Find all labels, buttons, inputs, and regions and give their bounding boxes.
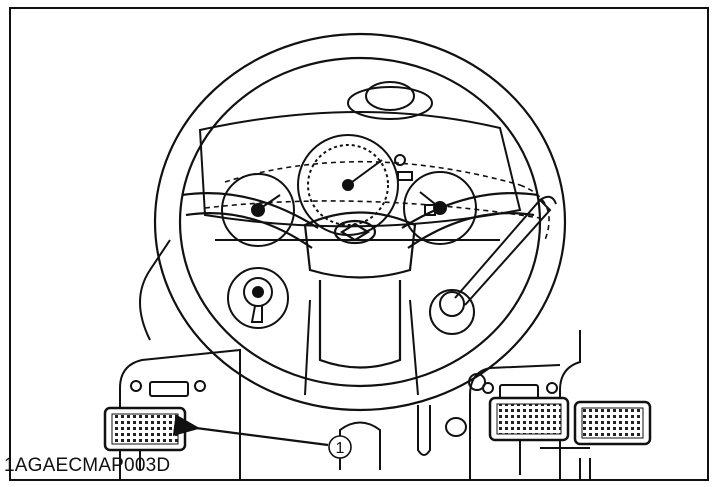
steering-wheel bbox=[153, 32, 567, 412]
left-pedal bbox=[103, 406, 187, 452]
figure-border bbox=[9, 7, 709, 481]
hub-logo bbox=[333, 219, 377, 245]
ignition-switch bbox=[227, 267, 289, 329]
callout-circle bbox=[328, 435, 352, 459]
figure-code: 1AGAECMAP003D bbox=[4, 455, 171, 476]
right-gauge bbox=[403, 171, 477, 245]
instrument-panel bbox=[198, 81, 522, 247]
callout-arrow bbox=[172, 414, 329, 447]
top-cap bbox=[347, 86, 433, 120]
left-gauge bbox=[221, 173, 295, 247]
throttle-lever bbox=[429, 195, 557, 335]
steering-wheel-tilt-position bbox=[204, 160, 550, 241]
right-pedal-left bbox=[488, 396, 570, 442]
right-pedal-right bbox=[573, 400, 652, 446]
callout-number: 1 bbox=[336, 440, 345, 457]
floor-controls bbox=[417, 373, 591, 480]
